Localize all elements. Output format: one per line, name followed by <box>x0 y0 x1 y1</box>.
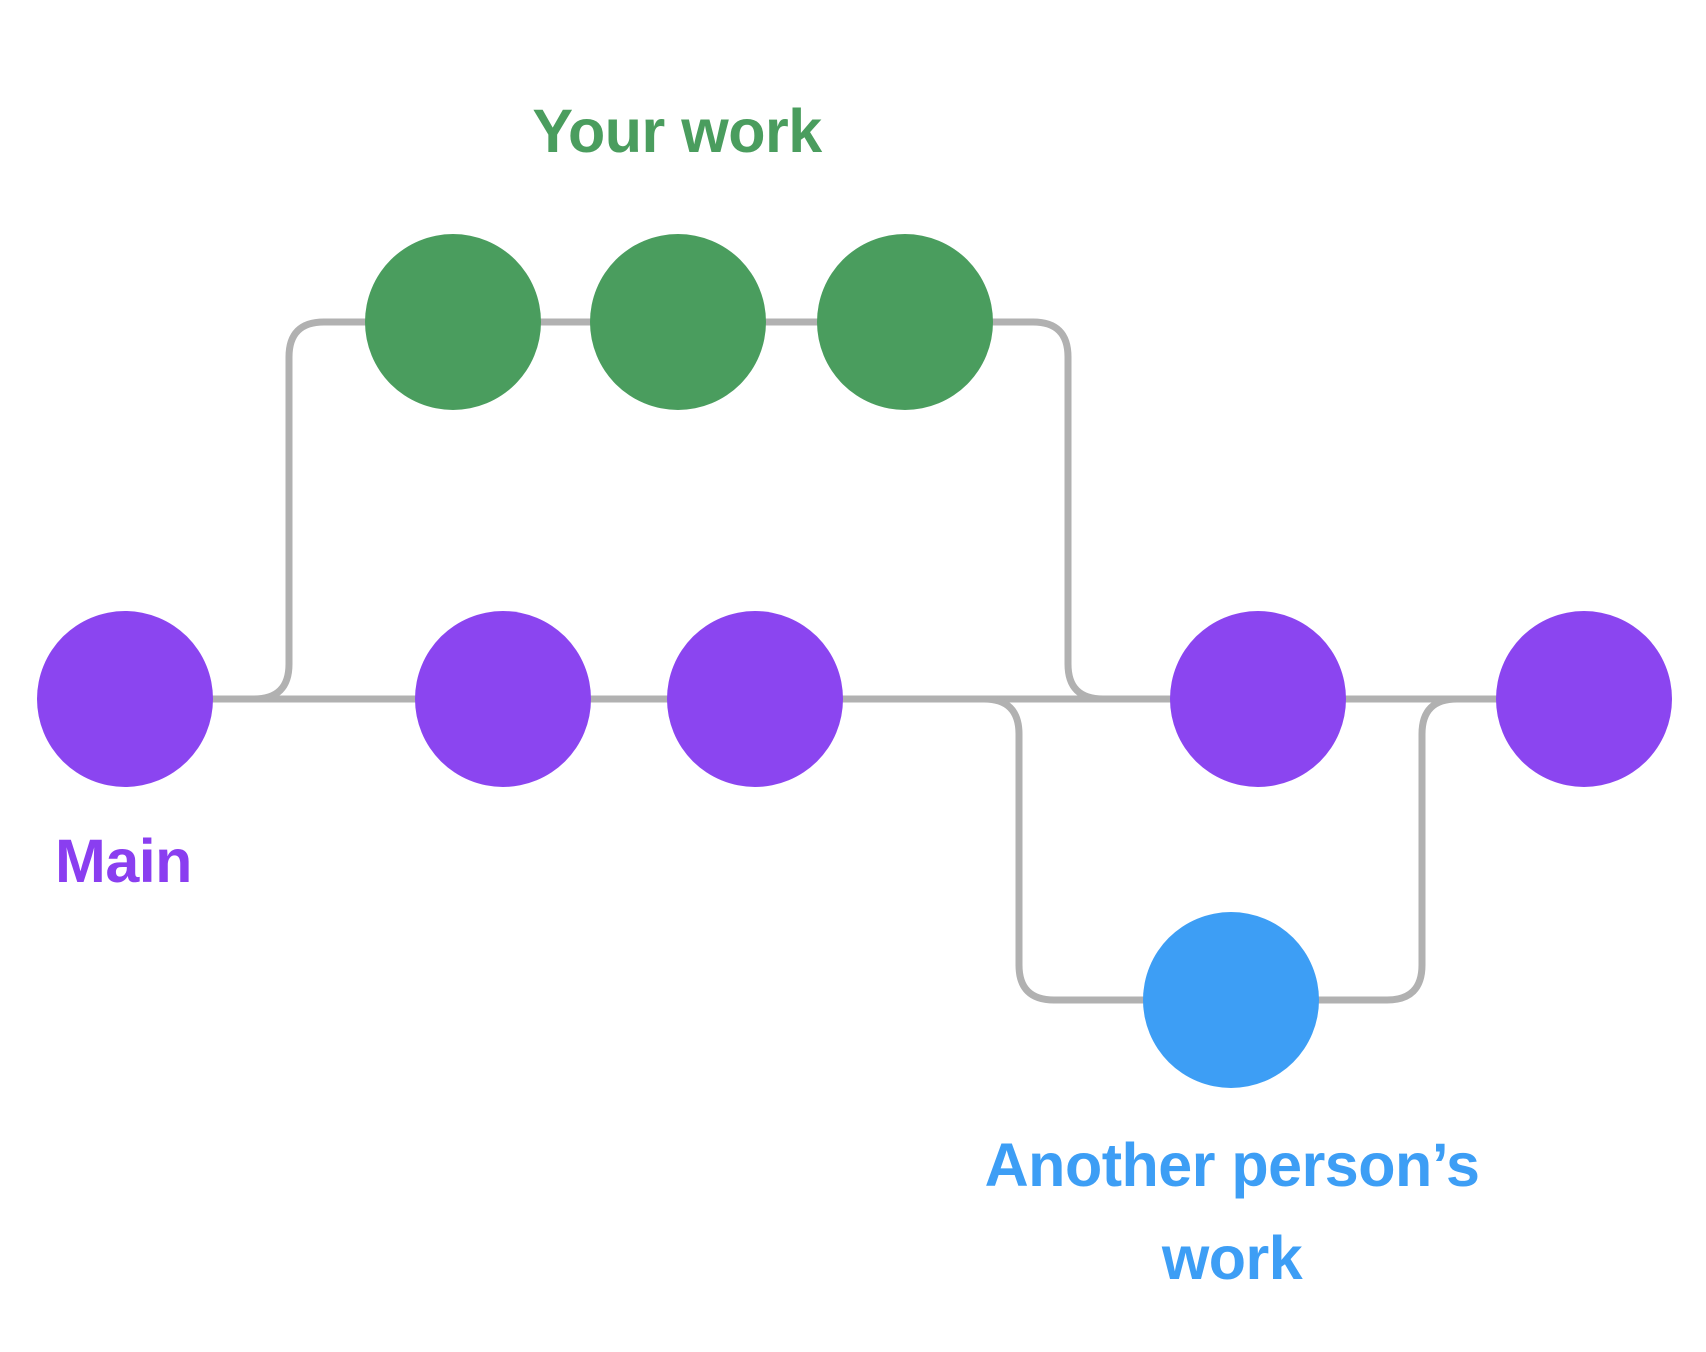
another-person-label-line2: work <box>1161 1224 1303 1292</box>
your-work-branch-label: Your work <box>532 97 822 165</box>
commit-node-main <box>37 611 213 787</box>
commit-node-your-work <box>817 234 993 410</box>
commit-node-main <box>667 611 843 787</box>
commit-node-main <box>1170 611 1346 787</box>
commit-node-another-person <box>1143 912 1319 1088</box>
another-person-label-line1: Another person’s <box>984 1131 1480 1199</box>
commit-node-your-work <box>365 234 541 410</box>
commit-node-main <box>415 611 591 787</box>
commit-node-main <box>1496 611 1672 787</box>
main-branch-label: Main <box>55 827 192 895</box>
commit-node-your-work <box>590 234 766 410</box>
another-person-branch-label: Another person’s work <box>985 1119 1480 1305</box>
